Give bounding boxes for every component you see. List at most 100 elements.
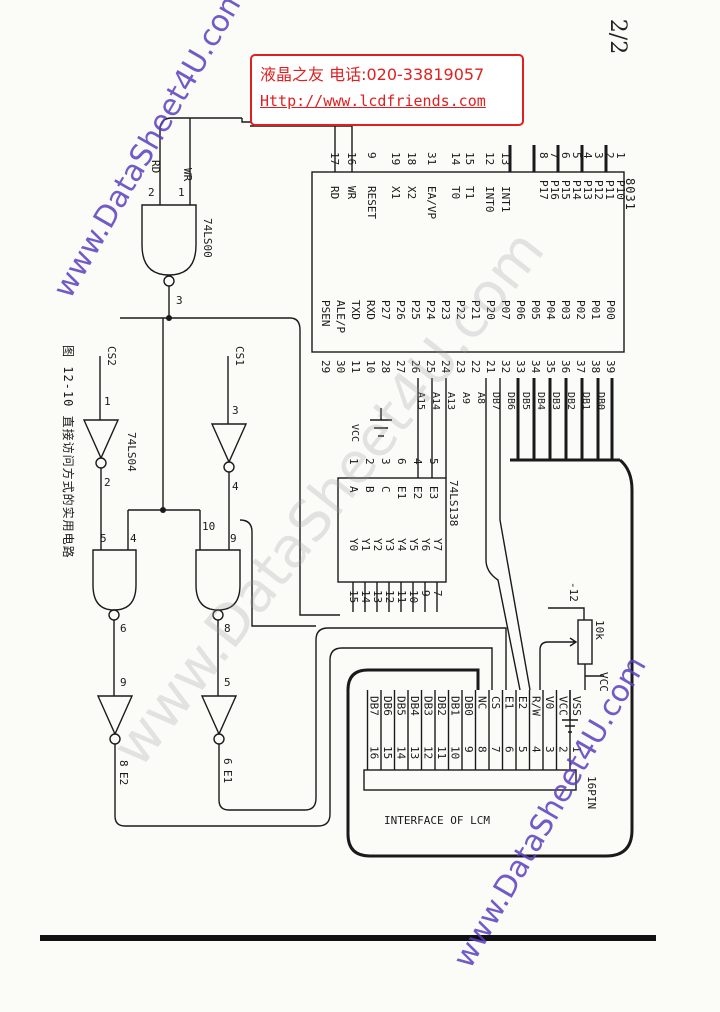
lcm-connector [363,769,577,791]
mcu-bus-label: DB5 [520,392,531,410]
lcm-pin-name: DB2 [435,696,448,716]
mcu-bottom-pin-num: 11 [349,360,362,373]
nand1-pin-b: 4 [130,532,137,545]
lcm-pin-num: 14 [395,746,408,760]
select-line [128,318,200,511]
nand-gate-shape [141,204,197,276]
mcu-bottom-pin-name: P22 [454,300,467,320]
mcu-bottom-pin-name: P23 [439,300,452,320]
mcu-bottom-pin-num: 21 [484,360,497,373]
lcm-pin-name: DB1 [449,696,462,716]
mcu-top-pin-num: 6 [559,152,572,159]
e1-label: E1 [221,770,234,783]
mcu-bottom-pin-name: P01 [589,300,602,320]
lcm-pin-name: DB4 [408,696,421,716]
decoder-output-name: Y2 [371,538,384,551]
mcu-bottom-pin-num: 39 [604,360,617,373]
lcm-pin-name: V0 [543,696,556,709]
decoder-body [337,477,447,583]
mcu-bottom-pin-name: P00 [604,300,617,320]
figure-caption: 图 12-10 直接访问方式的实用电路 [61,345,76,559]
mcu-bottom-pin-num: 30 [334,360,347,373]
mcu-bottom-pin-name: P04 [544,300,557,320]
mcu-bottom-pin-name: PSEN [319,300,332,327]
decoder-input-pin: 6 [395,458,408,465]
lcm-pin-name: DB5 [395,696,408,716]
decoder-vcc: VCC [349,424,360,442]
decoder-input-pin: 2 [363,458,376,465]
cs1-inverter [210,423,248,464]
junction-nand [166,315,172,321]
mcu-left-pin-num: 18 [405,152,418,165]
decoder-output-name: Y3 [383,538,396,551]
mcu-bottom-pin-name: P20 [484,300,497,320]
inv3-shape [200,695,238,736]
nand1-bubble [108,609,120,621]
mcu-top-pin-num: 2 [603,152,616,159]
decoder-output-name: Y6 [419,538,432,551]
lcm-pin-name: VSS [570,696,583,716]
nand-input-wires [159,118,191,205]
mcu-bus-label: A15 [415,392,426,410]
mcu-left-pin-name: INT0 [483,186,496,213]
mcu-top-pin-num: 1 [614,152,627,159]
mcu-bottom-pin-num: 36 [559,360,572,373]
lcm-pin-num: 4 [530,746,543,753]
mcu-left-pin-name: WR [345,186,358,200]
decoder-output-name: Y7 [431,538,444,551]
lcm-pin-num: 13 [408,746,421,759]
nand-pin2: 1 [178,186,185,199]
lcm-pin-num: 6 [503,746,516,753]
mcu-bus-label: DB2 [565,392,576,410]
lcm-pin-num: 2 [557,746,570,753]
mcu-left-pin-num: 19 [389,152,402,165]
pot-vcc: VCC [597,672,610,692]
lcm-pin-name: NC [476,696,489,709]
decoder-input-pin: 1 [347,458,360,465]
mcu-left-pin-num: 14 [449,152,462,166]
lcm-pin-name: E2 [516,696,529,709]
lcm-pin-name: DB3 [422,696,435,716]
nand-74ls00: 2 1 3 RD WR 74LS00 [141,117,242,318]
mcu-bottom-pin-num: 22 [469,360,482,373]
mcu-bottom-pin-num: 34 [529,360,542,374]
e2-label: E2 [117,772,130,785]
mcu-left-pin-num: 12 [483,152,496,165]
lcm-pin-num: 16 [368,746,381,759]
lcm-pin-name: DB7 [368,696,381,716]
e2-route [114,647,493,827]
inv2-pin-in: 1 [104,395,111,408]
mcu-top-pin-num: 8 [537,152,550,159]
decoder-output-name: Y5 [407,538,420,551]
mcu-top-pin-name: P15 [559,180,572,200]
pot-wiper [560,637,578,647]
nand2-pin-b: 10 [202,520,215,533]
inv1-pin-out: 4 [232,480,239,493]
lcm-pin-num: 9 [462,746,475,753]
mcu-top-pin-name: P11 [603,180,616,200]
nand1-pin-out: 6 [120,622,127,635]
mcu-top-pin-name: P16 [548,180,561,200]
e2-pin: 8 [117,760,130,767]
mcu-left-pin-name: T1 [463,186,476,199]
cs2-label: CS2 [105,346,118,366]
mcu-bottom-pin-name: P27 [379,300,392,320]
mcu-top-pin-name: P12 [592,180,605,200]
nand-out-wires [113,620,219,696]
stamp-line2[interactable]: Http://www.lcdfriends.com [260,92,486,110]
mcu-bottom-pin-name: P02 [574,300,587,320]
nand2-pin-a: 9 [230,532,237,545]
decoder-input-name: E1 [395,486,408,499]
mcu-left-pin-num: 9 [365,152,378,159]
mcu-bottom-pin-num: 29 [319,360,332,373]
mcu-bottom-pin-name: P07 [499,300,512,320]
mcu-bus-label: DB4 [535,392,546,410]
nand-bubble [163,275,175,287]
mcu-top-pin-num: 4 [581,152,594,159]
mcu-left-pin-num: 15 [463,152,476,165]
addr-lines [417,378,447,478]
lcm-pin-num: 12 [422,746,435,759]
mcu-left-pin-name: X2 [405,186,418,199]
lcm-pin-num: 5 [516,746,529,753]
mcu-bottom-pin-num: 28 [379,360,392,373]
